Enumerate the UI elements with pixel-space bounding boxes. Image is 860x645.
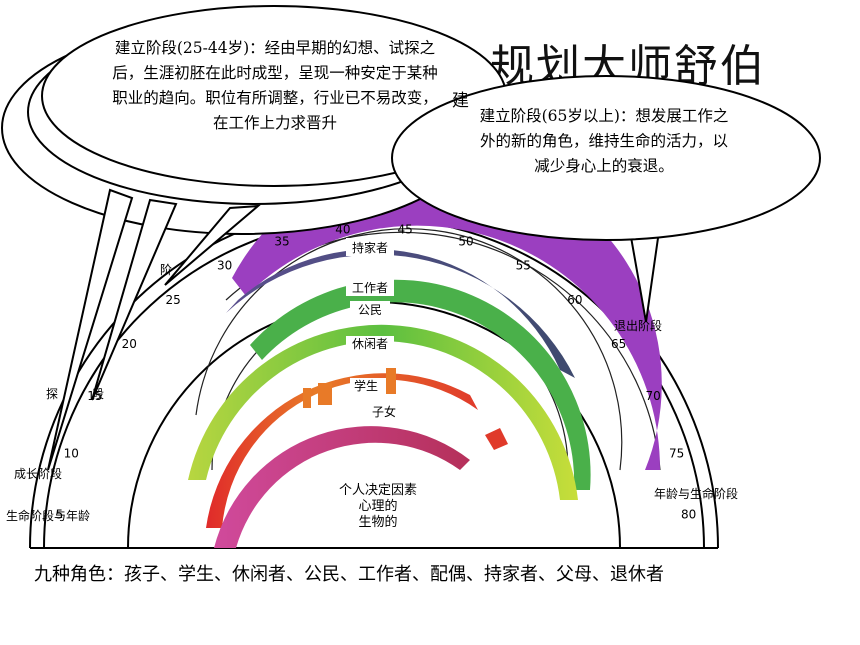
center-line-1: 个人决定因素 bbox=[339, 483, 417, 498]
band-citizen bbox=[250, 279, 591, 490]
student-mark-1 bbox=[303, 388, 311, 408]
role-label-student: 学生 bbox=[354, 378, 378, 393]
callout-right-bubble bbox=[391, 75, 821, 241]
stage-label-life-age-left: 生命阶段与年龄 bbox=[6, 508, 90, 523]
age-tick-30: 30 bbox=[217, 259, 232, 273]
callout-left-tail-3 bbox=[164, 204, 261, 286]
role-label-leisure: 休闲者 bbox=[352, 337, 388, 351]
age-tick-5: 5 bbox=[56, 507, 64, 521]
band-student bbox=[206, 373, 478, 528]
callout-left-tail-1 bbox=[47, 188, 134, 471]
roles-caption: 九种角色：孩子、学生、休闲者、公民、工作者、配偶、持家者、父母、退休者 bbox=[34, 564, 664, 585]
age-tick-45: 45 bbox=[397, 223, 412, 237]
stage-label-decline: 退出阶段 bbox=[614, 318, 662, 333]
age-tick-50: 50 bbox=[458, 235, 473, 249]
stage-label-life-age-right: 年龄与生命阶段 bbox=[654, 486, 738, 501]
callout-right-text: 建立阶段(65岁以上)：想发展工作之外的新的角色，维持生命的活力，以减少身心上的… bbox=[479, 107, 729, 175]
stage-label-establish: 阶 bbox=[160, 263, 172, 277]
callout-left-text: 建立阶段(25-44岁)：经由早期的幻想、试探之后，生涯初胚在此时成型，呈现一种… bbox=[112, 39, 438, 132]
stage-label-explore: 探 bbox=[46, 387, 58, 401]
age-tick-80: 80 bbox=[681, 507, 696, 521]
age-tick-35: 35 bbox=[274, 235, 289, 249]
age-tick-70: 70 bbox=[645, 389, 660, 403]
student-mark-3 bbox=[386, 368, 396, 394]
role-label-homemaker: 持家者 bbox=[352, 240, 388, 255]
band-leisure bbox=[188, 324, 578, 500]
stage-label-growth: 成长阶段 bbox=[14, 466, 62, 481]
center-line-3: 生物的 bbox=[358, 514, 397, 530]
student-red-tail bbox=[485, 428, 508, 450]
band-child bbox=[214, 426, 470, 548]
age-tick-40: 40 bbox=[335, 223, 350, 237]
age-ticks: 5 10 15 20 25 30 35 40 45 50 55 60 65 70 75 80 bbox=[56, 223, 697, 522]
age-tick-25: 25 bbox=[165, 293, 180, 307]
age-tick-20: 20 bbox=[122, 337, 137, 351]
age-tick-55: 55 bbox=[516, 259, 531, 273]
age-tick-10: 10 bbox=[64, 446, 79, 460]
age-tick-60: 60 bbox=[567, 293, 582, 307]
role-label-child: 子女 bbox=[372, 404, 396, 419]
age-tick-65: 65 bbox=[611, 337, 626, 351]
age-tick-75: 75 bbox=[669, 446, 684, 460]
callout-left-tail-2 bbox=[91, 198, 178, 401]
student-mark-2 bbox=[318, 383, 332, 405]
center-line-2: 心理的 bbox=[358, 498, 397, 514]
role-label-citizen: 公民 bbox=[358, 303, 382, 317]
fragment-jian: 建 bbox=[452, 91, 469, 111]
role-label-worker: 工作者 bbox=[352, 281, 388, 295]
age-tick-15: 15 bbox=[87, 389, 102, 403]
